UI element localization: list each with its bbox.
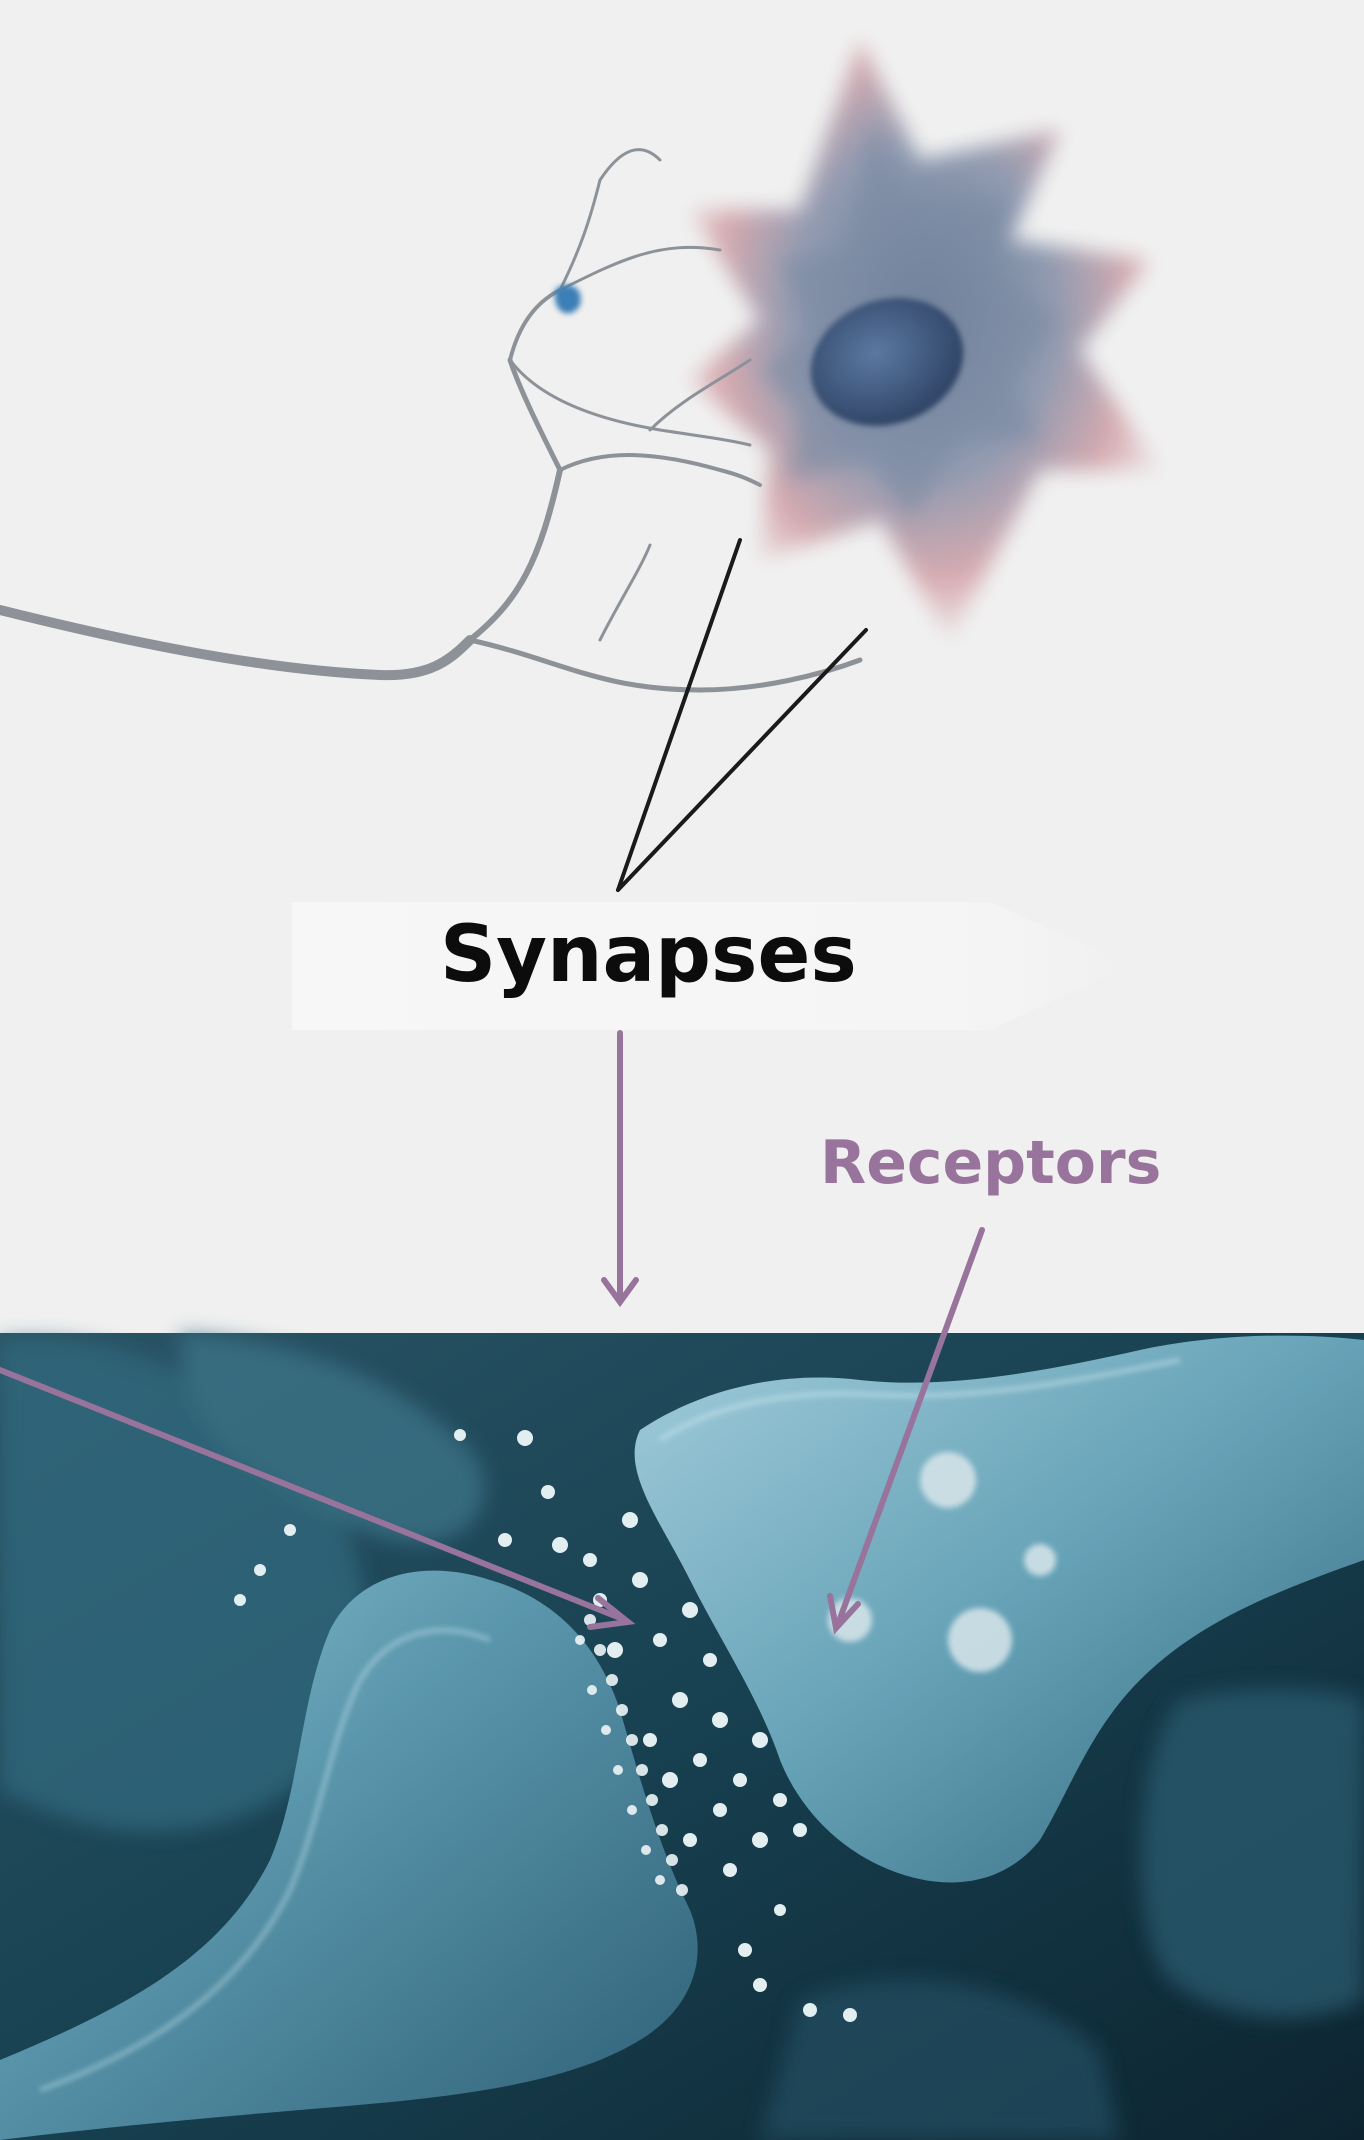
synapse-pointer-lines <box>618 540 866 890</box>
synapses-label: Synapses <box>440 910 857 1000</box>
synapse-micro-view <box>0 1230 1364 2140</box>
neuron-terminal-tip <box>555 285 581 313</box>
receptors-label: Receptors <box>820 1128 1161 1198</box>
synapses-down-arrow <box>604 1033 636 1302</box>
neuron-illustration <box>0 40 1160 690</box>
